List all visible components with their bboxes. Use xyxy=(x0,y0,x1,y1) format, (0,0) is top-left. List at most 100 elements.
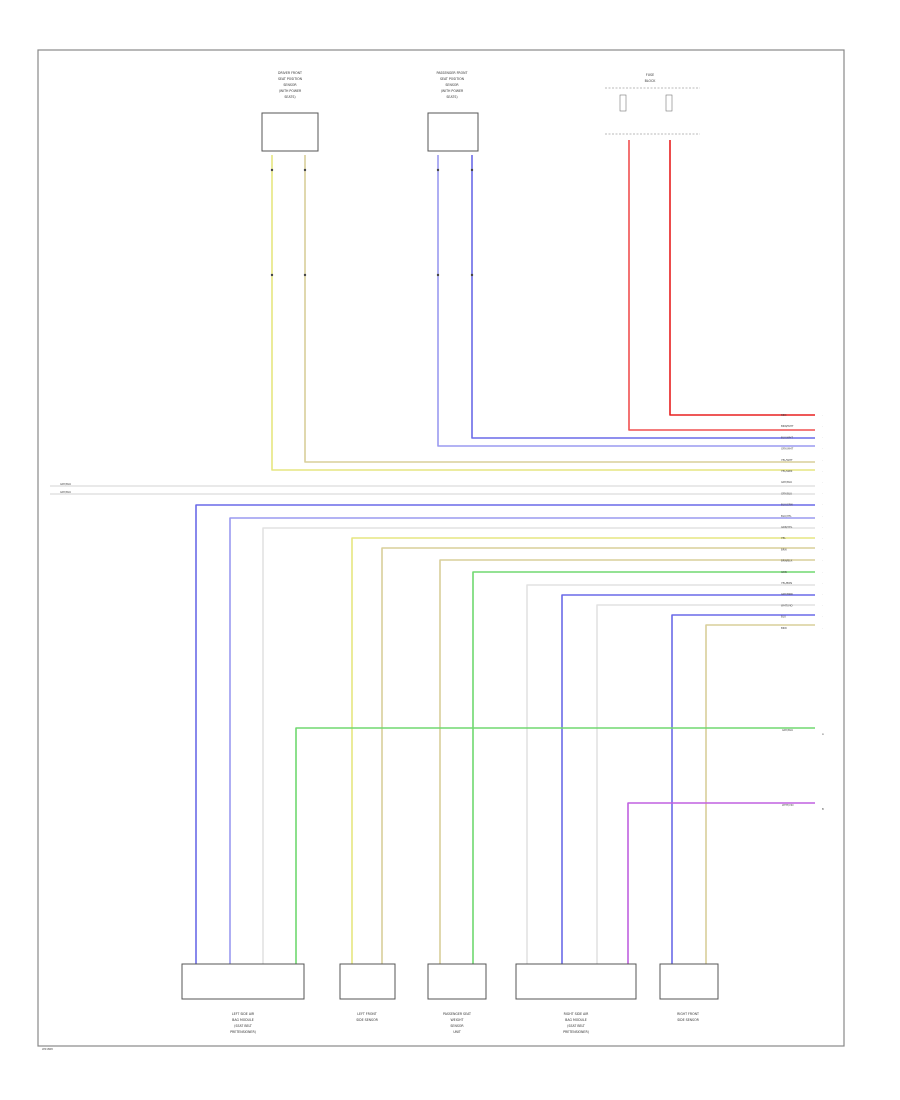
sensor-label-line: SEAT POSITION xyxy=(278,77,303,81)
right-side-airbag-module: RIGHT SIDE AIR BAG MODULE (SEAT BELT PRE… xyxy=(515,963,637,1034)
connector-label: GRY/BLK xyxy=(781,480,792,484)
connector-label: BRN/WHT xyxy=(781,424,794,428)
fuse-block-label: FUSE xyxy=(646,73,654,77)
green-wire-2 xyxy=(295,727,815,965)
blue-wire-2 xyxy=(229,517,815,965)
blue-wire-top-2 xyxy=(437,155,815,447)
blue-wire-4 xyxy=(671,614,815,965)
connector-label: YEL/BRN xyxy=(781,581,792,585)
passenger-seat-weight-sensor: PASSENGER SEAT WEIGHT SENSOR UNIT xyxy=(427,963,487,1034)
connector-pin: · xyxy=(822,470,823,473)
red-wire-1 xyxy=(628,140,815,431)
component-label: WEIGHT xyxy=(451,1018,464,1022)
sensor-label-line: SEATS) xyxy=(284,95,295,99)
green-wire-1 xyxy=(472,571,815,965)
splice-dot xyxy=(436,168,440,172)
connector-pin: · xyxy=(822,436,823,439)
connector-label: GRY/BLU xyxy=(781,491,792,495)
connector-pin: · xyxy=(822,526,823,529)
connector-label: BLU/GRN xyxy=(781,503,793,507)
red-wire-2 xyxy=(669,140,815,416)
sensor-label-line: SENSOR xyxy=(445,83,459,87)
splice-dot xyxy=(470,273,474,277)
component-body xyxy=(515,963,637,1000)
connector-pin: · xyxy=(822,571,823,574)
component-label: LEFT SIDE AIR xyxy=(232,1012,255,1016)
side-ref-number: B xyxy=(822,807,824,811)
left-refs: GRY/BLK GRY/BLU xyxy=(60,482,71,494)
connector-label: GRY/BRN xyxy=(781,592,793,596)
component-label: BAG MODULE xyxy=(232,1018,254,1022)
connector-label: BRN xyxy=(781,547,787,551)
component-body xyxy=(659,963,719,1000)
connector-label: BRN xyxy=(781,626,787,630)
connector-pin: · xyxy=(822,560,823,563)
driver-seat-position-sensor: DRIVER FRONT SEAT POSITION SENSOR (WITH … xyxy=(261,71,319,152)
component-label: RIGHT SIDE AIR xyxy=(564,1012,590,1016)
left-side-airbag-module: LEFT SIDE AIR BAG MODULE (SEAT BELT PRET… xyxy=(181,963,305,1034)
component-body xyxy=(181,963,305,1000)
component-label: PRETENSIONER) xyxy=(230,1030,256,1034)
yellow-wire-top xyxy=(271,155,815,471)
blue-wire-1 xyxy=(195,504,815,965)
left-ref-label: GRY/BLK xyxy=(60,482,71,486)
connector-label: GRN xyxy=(781,570,787,574)
connector-label-column: RED·BRN/WHT·BLU/WHT·GRY/WHT·YEL/WHT·YEL/… xyxy=(781,413,823,630)
side-ref-a: GRY/BLU A xyxy=(782,728,824,736)
connector-pin: · xyxy=(822,414,823,417)
tan-wire-3 xyxy=(705,624,815,965)
connector-pin: · xyxy=(822,504,823,507)
connector-label: BRN/BLK xyxy=(781,559,793,563)
sensor-body xyxy=(427,112,479,152)
passenger-seat-position-sensor: PASSENGER FRONT SEAT POSITION SENSOR (WI… xyxy=(427,71,479,152)
sensor-label-line: PASSENGER FRONT xyxy=(437,71,468,75)
sensor-label-line: SEATS) xyxy=(446,95,457,99)
component-label: PASSENGER SEAT xyxy=(443,1012,471,1016)
connector-label: GRN/YEL xyxy=(781,525,793,529)
connector-label: YEL/WHT xyxy=(781,458,793,462)
blue-wire-3 xyxy=(561,594,815,965)
sensor-label-line: (WITH POWER xyxy=(279,89,302,93)
component-body xyxy=(339,963,396,1000)
tan-wire-top xyxy=(304,155,815,463)
connector-pin: · xyxy=(822,448,823,451)
side-ref-number: A xyxy=(822,732,824,736)
connector-label: YEL xyxy=(781,536,786,540)
diagram-frame xyxy=(37,49,845,1047)
component-label: (SEAT BELT xyxy=(567,1024,585,1028)
connector-label: BLU xyxy=(781,615,786,619)
left-front-side-sensor: LEFT FRONT SIDE SENSOR xyxy=(339,963,396,1022)
tan-wire-2 xyxy=(439,559,815,965)
component-label: LEFT FRONT xyxy=(357,1012,376,1016)
splice-dot xyxy=(303,168,307,172)
splice-dot xyxy=(270,168,274,172)
component-label: (SEAT BELT xyxy=(234,1024,252,1028)
fuse-block-label: BLOCK xyxy=(645,79,657,83)
component-label: BAG MODULE xyxy=(565,1018,587,1022)
connector-label: YEL/GRN xyxy=(781,469,792,473)
component-label: SIDE SENSOR xyxy=(677,1018,699,1022)
fuse-block: FUSE BLOCK xyxy=(605,73,700,135)
component-label: UNIT xyxy=(453,1030,461,1034)
side-ref-label: GRY/BLU xyxy=(782,728,793,732)
connector-pin: · xyxy=(822,593,823,596)
connector-label: BLU/YEL xyxy=(781,514,792,518)
sensor-body xyxy=(261,112,319,152)
white-wire-2 xyxy=(526,584,815,965)
splice-dot xyxy=(270,273,274,277)
component-label: RIGHT FRONT xyxy=(677,1012,699,1016)
splice-dot xyxy=(436,273,440,277)
yellow-wire-1 xyxy=(351,537,815,965)
component-label: SENSOR xyxy=(450,1024,464,1028)
white-wire-1 xyxy=(262,527,815,965)
connector-pin: · xyxy=(822,604,823,607)
right-front-side-sensor: RIGHT FRONT SIDE SENSOR xyxy=(659,963,719,1022)
side-ref-b: WHT/VIO B xyxy=(782,803,824,811)
component-body xyxy=(427,963,487,1000)
component-label: PRETENSIONER) xyxy=(563,1030,589,1034)
side-ref-label: WHT/VIO xyxy=(782,803,794,807)
connector-pin: · xyxy=(822,616,823,619)
sensor-label-line: (WITH POWER xyxy=(441,89,464,93)
connector-pin: · xyxy=(822,459,823,462)
